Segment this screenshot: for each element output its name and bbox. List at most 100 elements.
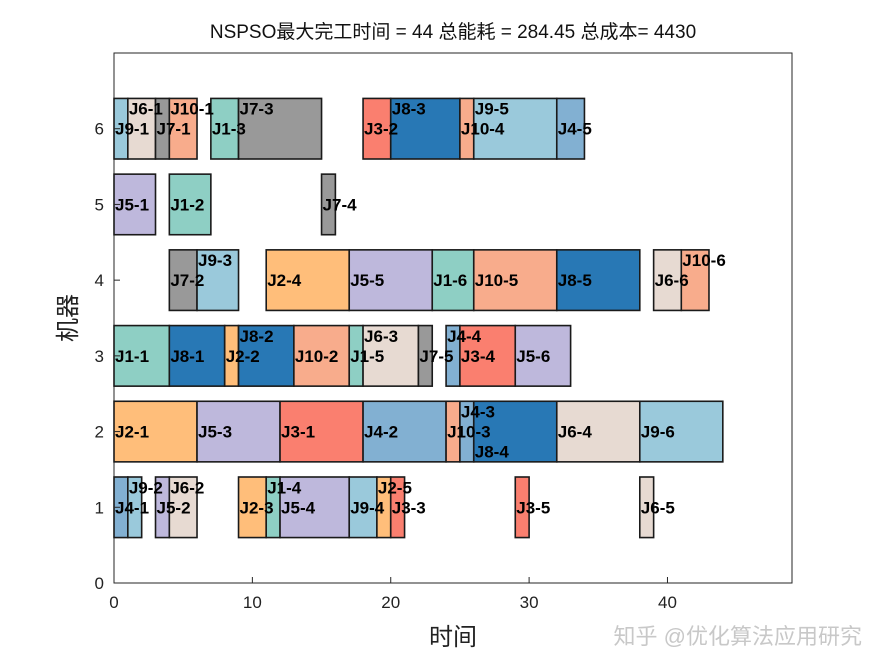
task-bar: [196, 400, 281, 463]
task-label: J5-1: [115, 195, 149, 214]
task-bar: [210, 97, 240, 160]
task-label: J6-5: [641, 498, 675, 517]
task-label: J3-2: [364, 120, 398, 139]
task-label: J2-1: [115, 423, 149, 442]
task-bar: [168, 173, 212, 236]
task-label: J5-3: [198, 423, 232, 442]
y-tick-label: 1: [95, 498, 104, 517]
task-bar: [127, 97, 157, 160]
task-label: J4-1: [115, 498, 149, 517]
task-label: J1-3: [212, 120, 246, 139]
task-label: J4-4: [447, 327, 482, 346]
task-label: J3-5: [516, 498, 550, 517]
x-tick-label: 40: [658, 593, 677, 612]
task-label: J7-2: [170, 271, 204, 290]
task-bar: [362, 97, 392, 160]
task-label: J2-2: [226, 347, 260, 366]
task-bar: [293, 324, 351, 387]
task-label: J3-1: [281, 423, 315, 442]
y-tick-label: 3: [95, 347, 104, 366]
task-label: J1-5: [350, 347, 384, 366]
y-tick-label: 4: [95, 271, 104, 290]
task-bar: [320, 173, 337, 236]
task-label: J1-6: [433, 271, 467, 290]
task-bar: [168, 476, 198, 539]
task-bar: [168, 324, 226, 387]
task-label: J2-4: [267, 271, 302, 290]
task-label: J8-3: [392, 100, 426, 119]
task-bar: [680, 249, 710, 312]
task-bar: [237, 97, 323, 160]
task-label: J9-5: [475, 100, 509, 119]
task-bar: [514, 324, 572, 387]
task-label: J8-1: [170, 347, 204, 366]
task-label: J3-3: [392, 498, 426, 517]
task-label: J4-2: [364, 423, 398, 442]
task-bar: [348, 476, 378, 539]
task-bar: [279, 476, 351, 539]
task-label: J6-4: [558, 423, 593, 442]
task-label: J9-4: [350, 498, 385, 517]
task-label: J3-4: [461, 347, 496, 366]
task-label: J10-3: [447, 423, 490, 442]
task-label: J2-5: [378, 478, 412, 497]
y-tick-label: 6: [95, 120, 104, 139]
ticks-layer: 0 10 20 30 40 0 1 2 3 4 5 6: [95, 120, 677, 612]
task-label: J7-3: [240, 100, 274, 119]
task-bar: [431, 249, 475, 312]
task-bar: [472, 97, 558, 160]
task-bar: [472, 400, 558, 463]
task-label: J2-3: [240, 498, 274, 517]
task-label: J4-3: [461, 403, 495, 422]
bars-layer: [113, 97, 724, 539]
watermark: 知乎 @优化算法应用研究: [614, 624, 862, 649]
task-bar: [555, 97, 586, 160]
task-bar: [514, 476, 530, 539]
task-label: J7-4: [323, 195, 358, 214]
task-label: J9-6: [641, 423, 675, 442]
x-tick-label: 0: [109, 593, 118, 612]
task-label: J7-5: [419, 347, 453, 366]
task-label: J8-2: [240, 327, 274, 346]
task-label: J10-1: [170, 100, 213, 119]
task-label: J5-6: [516, 347, 550, 366]
task-label: J5-5: [350, 271, 384, 290]
task-bar: [417, 324, 434, 387]
task-bar: [459, 324, 517, 387]
task-label: J9-1: [115, 120, 149, 139]
task-label: J10-5: [475, 271, 518, 290]
chart-title: NSPSO最大完工时间 = 44 总能耗 = 284.45 总成本= 4430: [210, 21, 696, 43]
task-label: J8-4: [475, 443, 510, 462]
task-bar: [389, 476, 406, 539]
task-bar: [638, 400, 724, 463]
x-tick-label: 20: [381, 593, 400, 612]
task-bar: [113, 400, 198, 463]
task-bar: [113, 324, 171, 387]
task-label: J10-2: [295, 347, 338, 366]
y-axis-label: 机器: [54, 294, 82, 342]
x-tick-label: 30: [520, 593, 539, 612]
task-bar: [113, 173, 157, 236]
task-bar: [196, 249, 240, 312]
task-label: J1-2: [170, 195, 204, 214]
task-label: J6-3: [364, 327, 398, 346]
x-tick-label: 10: [243, 593, 262, 612]
y-tick-label: 2: [95, 423, 104, 442]
y-tick-label: 0: [95, 574, 104, 593]
task-bar: [638, 476, 655, 539]
task-bar: [472, 249, 558, 312]
task-bar: [555, 249, 641, 312]
task-bar: [237, 476, 268, 539]
task-bar: [348, 249, 434, 312]
task-bar: [127, 476, 143, 539]
task-label: J1-4: [267, 478, 302, 497]
task-label: J10-6: [682, 251, 725, 270]
y-tick-label: 5: [95, 195, 104, 214]
plot-area: [113, 52, 793, 584]
task-label: J4-5: [558, 120, 592, 139]
task-label: J7-1: [157, 120, 191, 139]
task-label: J9-2: [129, 478, 163, 497]
x-axis-label: 时间: [429, 623, 477, 651]
